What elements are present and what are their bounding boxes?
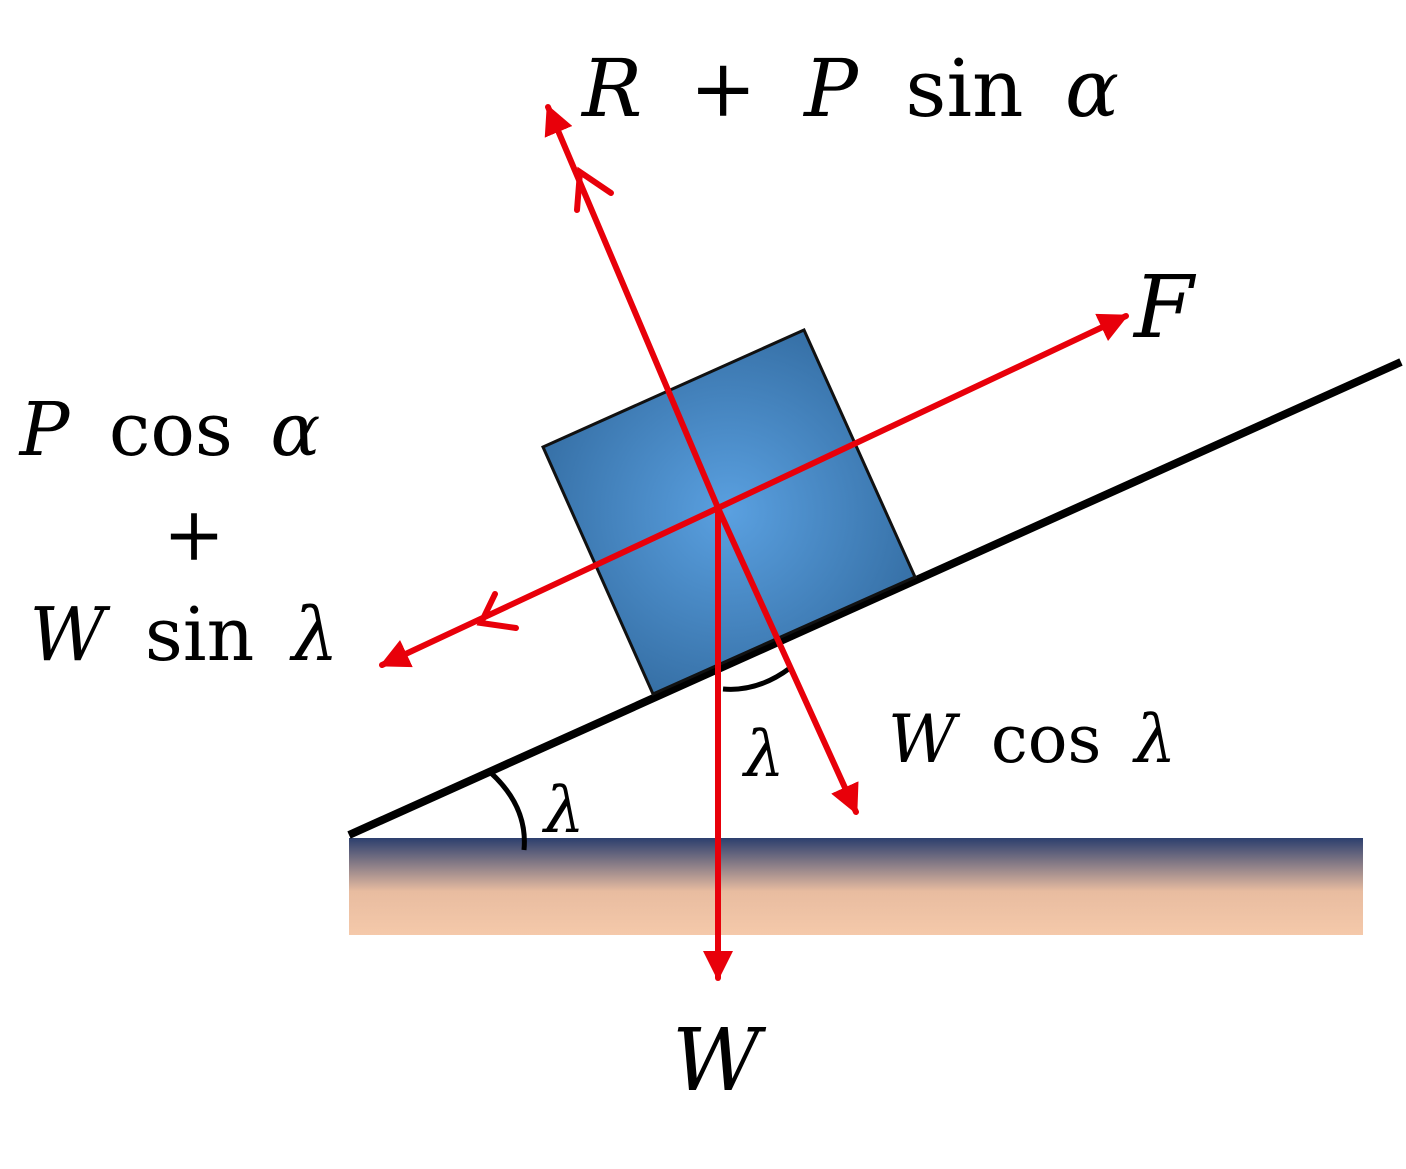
perpendicular-force-label: W cos λ [888, 701, 1176, 778]
downslope-force-arrow [379, 505, 721, 668]
force-arrows [379, 104, 1129, 981]
incline-plane [347, 358, 1403, 839]
friction-force-label: F [1132, 258, 1197, 358]
friction-force-arrow [715, 313, 1129, 511]
angle-arc-weight [722, 665, 792, 692]
angle-label-incline: λ [541, 774, 585, 848]
angle-label-weight: λ [741, 718, 785, 792]
normal-force-chevron [574, 166, 614, 213]
perpendicular-force-arrow [715, 505, 859, 815]
normal-force-label: R + P sin α [580, 42, 1119, 135]
downslope-force-chevron [476, 591, 519, 631]
normal-force-arrow [544, 104, 721, 511]
weight-force-label: W [672, 1011, 767, 1111]
downslope-force-label-line1: P cos α [18, 387, 321, 473]
downslope-force-label-plus: + [163, 492, 225, 578]
angle-arc-incline [489, 771, 527, 851]
block [541, 328, 917, 696]
downslope-force-label-line2: W sin λ [29, 592, 338, 678]
ground-surface [349, 838, 1363, 935]
